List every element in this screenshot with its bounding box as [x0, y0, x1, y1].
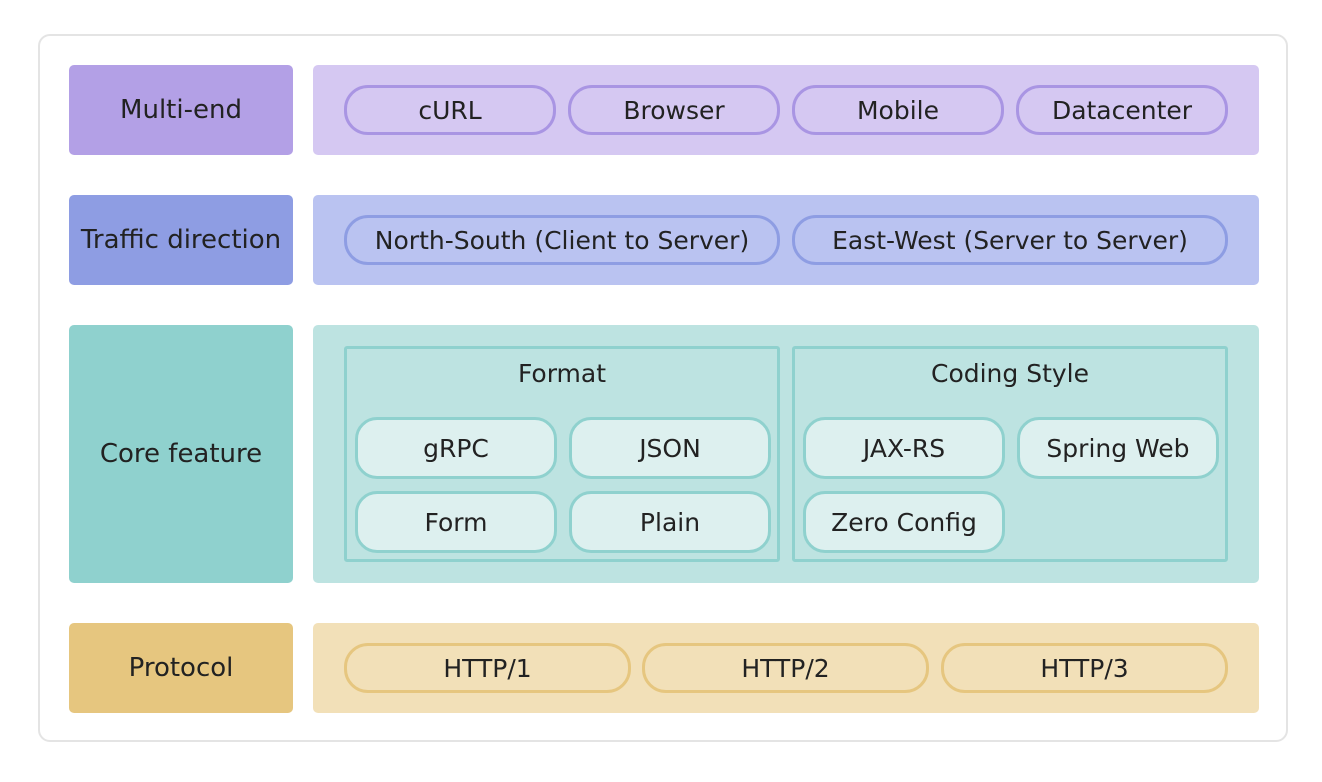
protocol-item-http1: HTTP/1 — [344, 643, 631, 693]
coding-style-item-zero-config: Zero Config — [803, 491, 1005, 553]
traffic-item-north-south: North-South (Client to Server) — [344, 215, 780, 265]
coding-style-group-title: Coding Style — [930, 359, 1090, 388]
traffic-item-east-west: East-West (Server to Server) — [792, 215, 1228, 265]
multi-end-label: Multi-end — [69, 65, 293, 155]
format-group-title: Format — [517, 359, 607, 388]
protocol-item-http3: HTTP/3 — [941, 643, 1228, 693]
multi-end-item-mobile: Mobile — [792, 85, 1004, 135]
format-item-form: Form — [355, 491, 557, 553]
format-item-plain: Plain — [569, 491, 771, 553]
format-item-grpc: gRPC — [355, 417, 557, 479]
traffic-direction-label: Traffic direction — [69, 195, 293, 285]
multi-end-item-curl: cURL — [344, 85, 556, 135]
core-feature-panel: Format gRPC JSON Form Plain Coding Style… — [313, 325, 1259, 583]
core-feature-label: Core feature — [69, 325, 293, 583]
protocol-label: Protocol — [69, 623, 293, 713]
coding-style-item-spring-web: Spring Web — [1017, 417, 1219, 479]
multi-end-panel: cURL Browser Mobile Datacenter — [313, 65, 1259, 155]
traffic-direction-panel: North-South (Client to Server) East-West… — [313, 195, 1259, 285]
protocol-item-http2: HTTP/2 — [642, 643, 929, 693]
multi-end-item-browser: Browser — [568, 85, 780, 135]
format-item-json: JSON — [569, 417, 771, 479]
multi-end-item-datacenter: Datacenter — [1016, 85, 1228, 135]
coding-style-item-jax-rs: JAX-RS — [803, 417, 1005, 479]
format-group: Format gRPC JSON Form Plain — [344, 346, 780, 562]
protocol-panel: HTTP/1 HTTP/2 HTTP/3 — [313, 623, 1259, 713]
coding-style-group: Coding Style JAX-RS Spring Web Zero Conf… — [792, 346, 1228, 562]
